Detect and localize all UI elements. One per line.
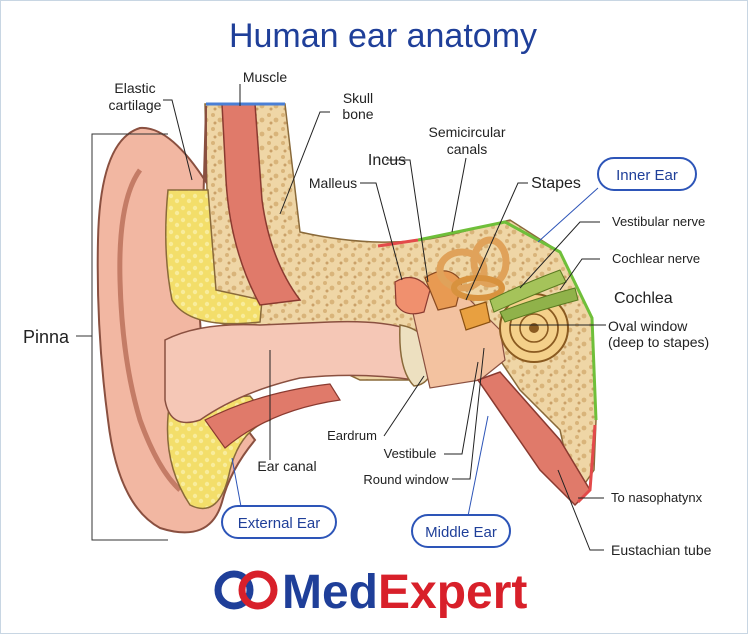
- label-vestibule: Vestibule: [384, 446, 437, 461]
- label-oval-window-line1: Oval window: [608, 318, 688, 334]
- label-vestibular-nerve: Vestibular nerve: [612, 214, 705, 229]
- label-muscle: Muscle: [243, 69, 288, 85]
- middle-ear-boundary-top: [377, 238, 419, 248]
- label-semicircular-line1: Semicircular: [428, 124, 505, 140]
- middle-ear-pill-label: Middle Ear: [425, 524, 497, 541]
- label-stapes: Stapes: [531, 175, 581, 192]
- malleus-bone: [394, 276, 431, 315]
- elastic-cartilage: [165, 189, 263, 325]
- logo-text-med: Med: [282, 566, 378, 619]
- label-incus: Incus: [368, 152, 406, 169]
- label-to-nasopharynx: To nasophatynx: [611, 490, 703, 505]
- label-elastic-cartilage-line1: Elastic: [114, 80, 155, 96]
- label-elastic-cartilage-line2: cartilage: [109, 97, 162, 113]
- pinna-inner-fold: [117, 168, 182, 492]
- cochlea-inner: [519, 313, 549, 343]
- external-ear-pill-label: External Ear: [238, 515, 321, 532]
- label-pinna: Pinna: [23, 327, 70, 347]
- semicircular-canal-2: [470, 236, 510, 288]
- semicircular-canal-3: [451, 275, 505, 301]
- logo-text: MedExpert: [282, 566, 527, 619]
- label-ear-canal: Ear canal: [257, 458, 316, 474]
- label-eustachian-tube: Eustachian tube: [611, 542, 712, 558]
- logo-ring-red: [238, 570, 278, 610]
- inner-ear-pill: Inner Ear: [597, 157, 697, 191]
- logo-ring-blue: [214, 570, 254, 610]
- logo-text-expert: Expert: [378, 566, 527, 619]
- label-oval-window-line2: (deep to stapes): [608, 334, 709, 350]
- label-round-window: Round window: [363, 472, 449, 487]
- page-title: Human ear anatomy: [229, 17, 537, 55]
- semicircular-canal-1: [436, 248, 488, 292]
- leader-lines: [163, 84, 606, 551]
- middle-ear-pill: Middle Ear: [411, 514, 511, 548]
- label-cochlea: Cochlea: [614, 290, 673, 307]
- pinna-bracket: [91, 133, 168, 541]
- stapes-bone: [459, 301, 491, 331]
- incus-bone: [424, 270, 463, 311]
- external-ear-pill: External Ear: [221, 505, 337, 539]
- label-malleus: Malleus: [309, 175, 357, 191]
- label-cochlear-nerve: Cochlear nerve: [612, 251, 700, 266]
- muscle-band: [221, 103, 302, 306]
- lower-muscle: [204, 383, 341, 449]
- medexpert-logo: MedExpert: [214, 566, 527, 619]
- label-semicircular-line2: canals: [447, 141, 487, 157]
- label-skull-line1: Skull: [343, 90, 373, 106]
- label-eardrum: Eardrum: [327, 428, 377, 443]
- ear-canal-shape: [164, 320, 416, 424]
- inner-ear-boundary: [417, 220, 598, 421]
- label-skull-line2: bone: [342, 106, 373, 122]
- inner-ear-pill-label: Inner Ear: [616, 167, 678, 184]
- cochlear-nerve-shape: [499, 287, 579, 323]
